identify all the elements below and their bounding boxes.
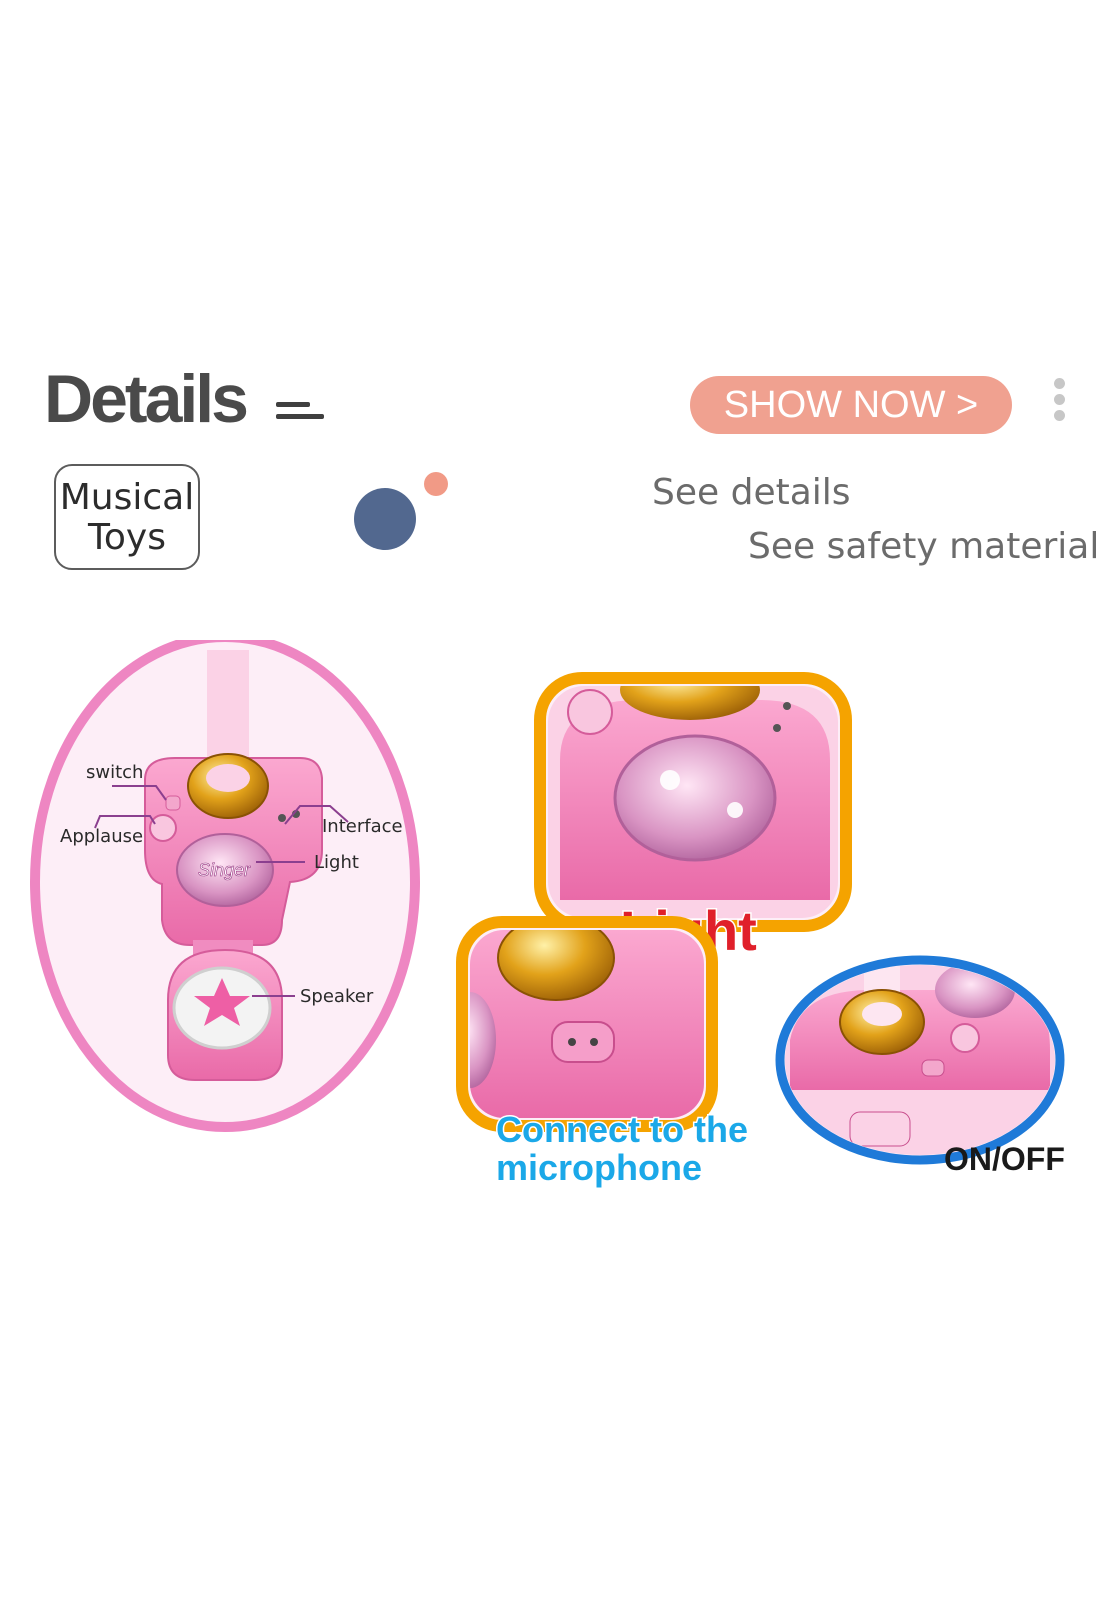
feature-onoff-label: ON/OFF xyxy=(944,1141,1065,1177)
callout-light: Light xyxy=(314,852,359,873)
light-closeup: Light xyxy=(534,672,852,964)
callout-speaker: Speaker xyxy=(300,986,374,1007)
see-safety-material-link[interactable]: See safety material xyxy=(748,526,1100,567)
category-tag-line1: Musical xyxy=(59,477,195,518)
brand-label-overview: Singer xyxy=(198,860,251,880)
feature-connect-line2: microphone xyxy=(496,1147,702,1188)
show-now-button[interactable]: SHOW NOW > xyxy=(690,376,1012,434)
callout-interface: Interface xyxy=(322,816,403,837)
see-details-link[interactable]: See details xyxy=(652,472,851,513)
onoff-closeup: ON/OFF xyxy=(775,955,1065,1177)
decorative-dot-blue xyxy=(354,488,416,550)
category-tag: Musical Toys xyxy=(54,464,200,570)
menu-icon[interactable] xyxy=(276,402,324,428)
page-title: Details xyxy=(44,361,249,437)
product-illustration: Singer switch Applause Interface Light S… xyxy=(30,640,1065,1190)
decorative-dot-pink xyxy=(424,472,448,496)
callout-switch: switch xyxy=(86,762,143,783)
category-tag-line2: Toys xyxy=(88,517,166,558)
overview-diagram: Singer switch Applause Interface Light S… xyxy=(30,640,420,1132)
connect-closeup: Connect to the microphone xyxy=(456,916,749,1190)
callout-applause: Applause xyxy=(60,826,143,847)
feature-connect-line1: Connect to the xyxy=(496,1109,748,1150)
more-options-icon[interactable] xyxy=(1054,378,1068,426)
